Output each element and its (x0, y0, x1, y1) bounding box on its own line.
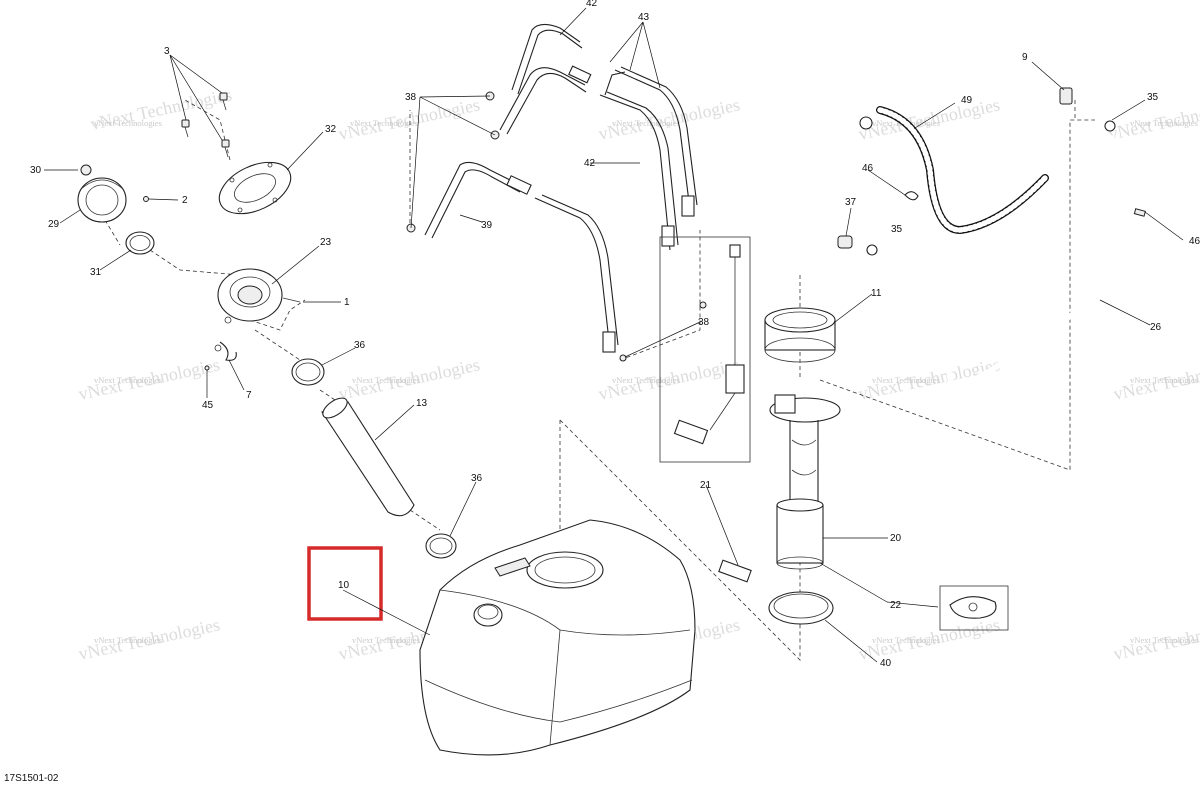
document-code: 17S1501-02 (4, 773, 59, 784)
watermark: vNext Technologies (612, 375, 680, 385)
callout-21: 21 (700, 480, 712, 491)
fuel-cap-29 (77, 164, 149, 223)
callout-35: 35 (1147, 92, 1159, 103)
straps (424, 23, 698, 353)
watermark: vNext Technologies (94, 118, 162, 128)
vent-hose-49 (859, 106, 1049, 235)
callout-39: 39 (481, 220, 493, 231)
lock-ring-11 (764, 307, 836, 363)
watermark: vNext Technologies (1130, 635, 1198, 645)
callout-38: 38 (405, 92, 417, 103)
callout-20: 20 (890, 533, 902, 544)
clamp-35b (866, 244, 878, 256)
watermark: vNext Technologies (612, 118, 680, 128)
watermark: vNext Technologies (1130, 118, 1198, 128)
highlight-box (307, 546, 383, 621)
gasket-40 (768, 591, 834, 625)
watermark: vNext Technologies (94, 635, 162, 645)
callout-26: 26 (1150, 322, 1162, 333)
callout-35b: 35 (891, 224, 903, 235)
callout-40: 40 (880, 658, 892, 669)
callout-22: 22 (890, 600, 902, 611)
callout-29: 29 (48, 219, 60, 230)
callout-30: 30 (30, 165, 42, 176)
callout-23: 23 (320, 237, 332, 248)
callout-46: 46 (862, 163, 874, 174)
fuel-tank-10 (419, 519, 696, 756)
screws-3 (181, 92, 230, 158)
callout-36: 36 (354, 340, 366, 351)
watermark: vNext Technologies (352, 375, 420, 385)
fuel-level-sender-21 (659, 236, 752, 583)
callout-43: 43 (638, 12, 650, 23)
watermark: vNext Technologies (872, 375, 940, 385)
callout-49: 49 (961, 95, 973, 106)
valve-9 (1059, 87, 1073, 105)
callout-37: 37 (845, 197, 857, 208)
clips-38 (406, 91, 707, 362)
watermark: vNext Technologies (872, 635, 940, 645)
callout-36b: 36 (471, 473, 483, 484)
callout-46b: 46 (1189, 236, 1200, 247)
callout-7: 7 (246, 390, 252, 401)
callout-42b: 42 (584, 158, 596, 169)
fitting-37 (837, 235, 853, 249)
callout-38b: 38 (698, 317, 710, 328)
callout-3: 3 (164, 46, 170, 57)
callout-45: 45 (202, 400, 214, 411)
watermark: vNext Technologies (1130, 375, 1198, 385)
callout-9: 9 (1022, 52, 1028, 63)
watermark: vNext Technologies (350, 118, 418, 128)
watermark: vNext Technologies (352, 635, 420, 645)
callout-32: 32 (325, 124, 337, 135)
fuel-line-26 (882, 135, 1146, 389)
callout-31: 31 (90, 267, 102, 278)
watermark: vNext Technologies (94, 375, 162, 385)
callout-13: 13 (416, 398, 428, 409)
plate-22 (939, 585, 1009, 631)
callout-1: 1 (344, 297, 350, 308)
filler-neck-23 (217, 268, 301, 324)
leader-lines (44, 7, 1184, 663)
filler-hose-13 (321, 397, 415, 517)
callout-11: 11 (871, 288, 882, 299)
callout-10: 10 (338, 580, 350, 591)
clamp-35 (1104, 120, 1116, 132)
fuel-pump-module-20 (769, 394, 841, 570)
flange-32 (218, 161, 292, 215)
callout-42: 42 (586, 0, 598, 9)
callouts: 42 43 3 38 9 49 35 32 30 2 29 39 42 46 3… (30, 0, 1200, 669)
callout-2: 2 (182, 195, 188, 206)
